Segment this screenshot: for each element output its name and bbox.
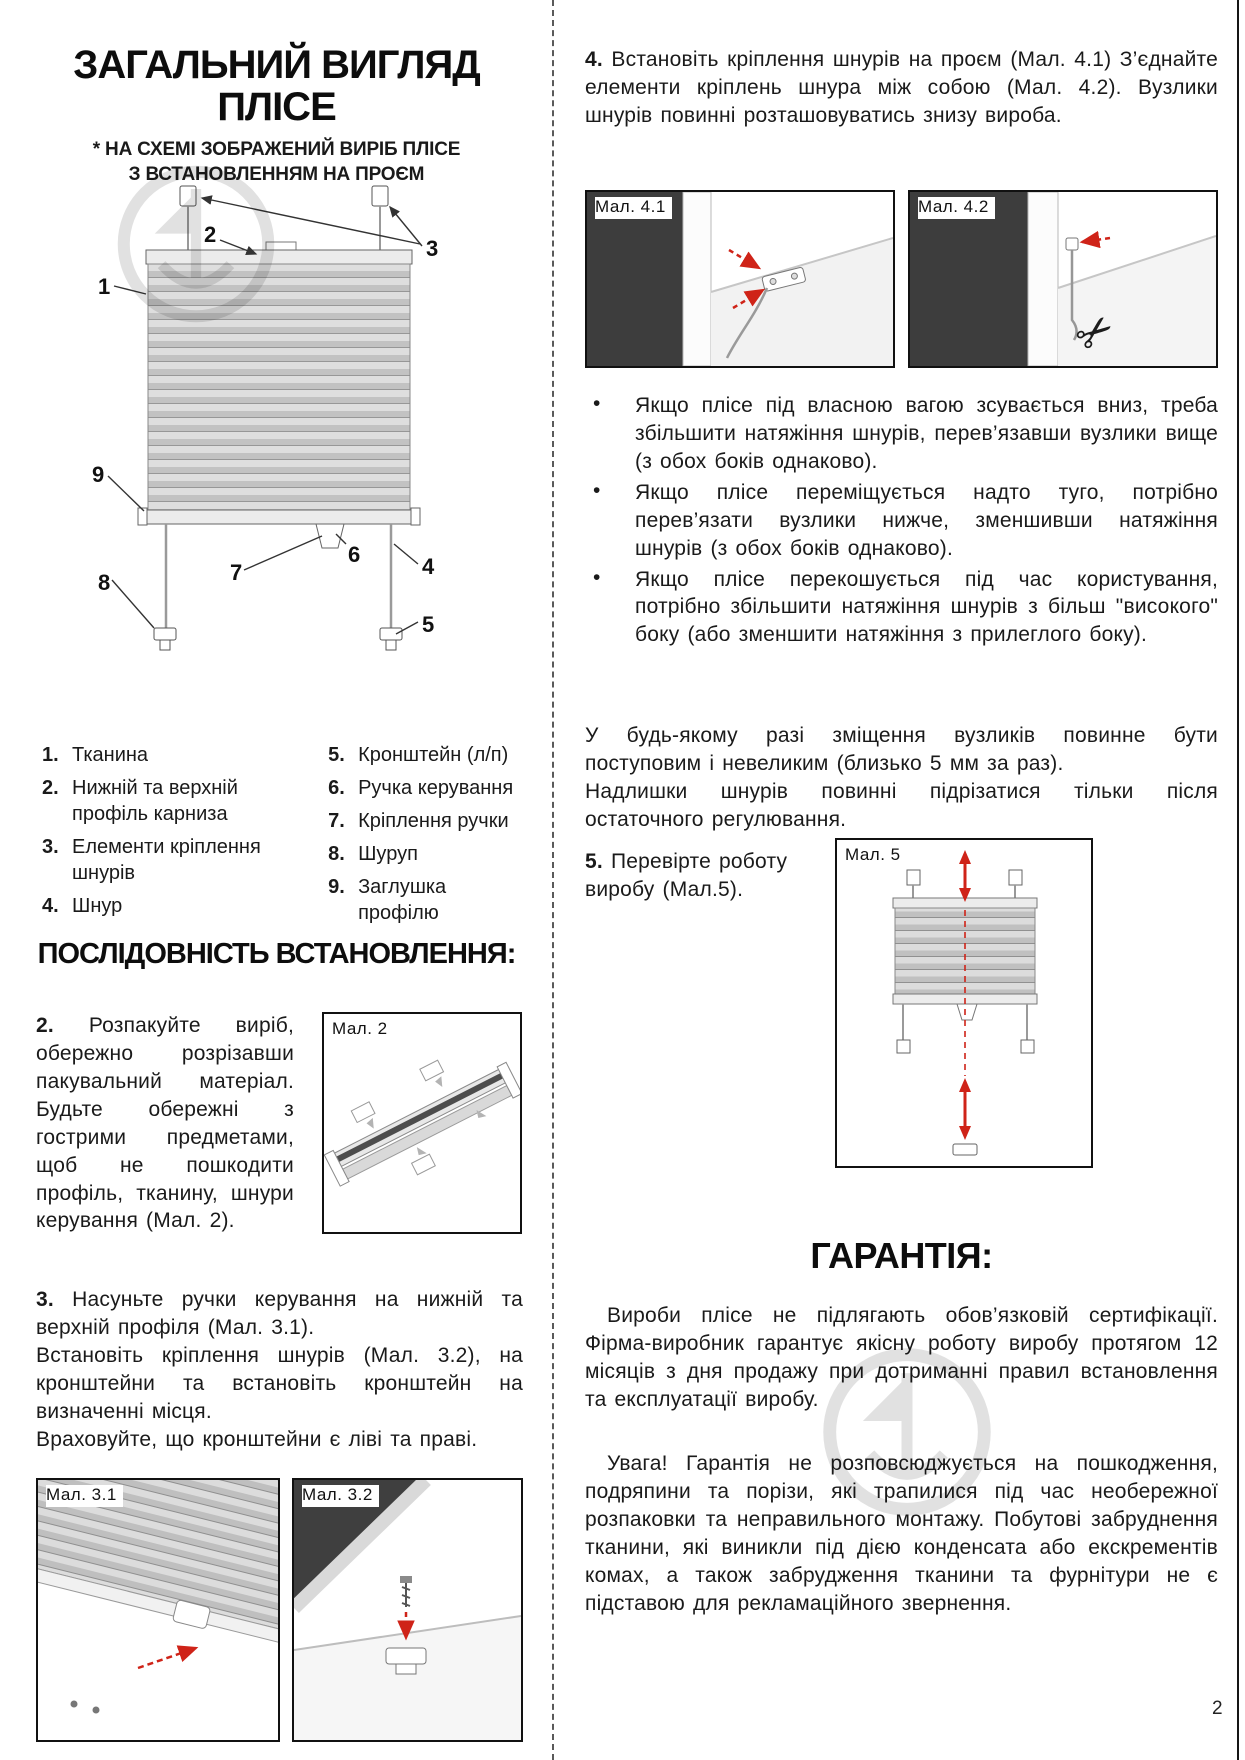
legend-column-1: 1. Тканина 2. Нижній та верхній профіль … [42,742,284,933]
callout-9: 9 [92,462,104,487]
note-1: У будь-якому разі зміщення вузликів пови… [585,724,1218,775]
adjustment-notes: У будь-якому разі зміщення вузликів пови… [585,722,1218,834]
bullet-item: • Якщо плісе під власною вагою зсуваєтьс… [585,392,1218,476]
figure-2-label: Мал. 2 [332,1019,394,1041]
step-4-text: 4. Встановіть кріплення шнурів на проєм … [585,46,1218,130]
legend-item: 4. Шнур [42,893,284,919]
figure-3-1-illustration [38,1480,278,1714]
adjustment-bullet-list: • Якщо плісе під власною вагою зсуваєтьс… [585,392,1218,652]
legend-item-number: 3. [42,836,59,858]
page-title-line1: ЗАГАЛЬНИЙ ВИГЛЯД [73,43,480,87]
legend-item-number: 7. [328,810,345,832]
step-2-text: 2. Розпакуйте виріб, обережно розрізавши… [36,1012,294,1235]
bullet-marker: • [593,392,601,415]
figure-3-2-label: Мал. 3.2 [302,1485,379,1507]
legend-item-label: Кронштейн (л/п) [358,744,509,766]
figure-3-1-box: Мал. 3.1 [36,1478,280,1742]
legend-item-number: 8. [328,843,345,865]
legend-item-number: 2. [42,777,59,799]
callout-4: 4 [422,554,435,579]
step-3-number: 3. [36,1288,54,1311]
callout-2: 2 [204,222,216,247]
legend-item-label: Нижній та верхній профіль карниза [72,777,238,825]
step-2-body: Розпакуйте виріб, обережно розрізавши па… [36,1014,294,1233]
figure-2-illustration [324,1059,520,1187]
sequence-heading: ПОСЛІДОВНІСТЬ ВСТАНОВЛЕННЯ: [37,938,517,970]
legend-item-label: Тканина [72,744,149,766]
bullet-marker: • [593,478,601,502]
legend-item: 7. Кріплення ручки [328,808,524,834]
step-5-number: 5. [585,850,603,873]
legend-column-2: 5. Кронштейн (л/п) 6. Ручка керування 7.… [328,742,524,933]
figure-4-2-box: ✂ Мал. 4.2 [908,190,1218,368]
figure-5-illustration [892,850,1038,1156]
figure-4-2-label: Мал. 4.2 [918,197,995,219]
legend-item: 9. Заглушка профілю [328,874,524,926]
legend-item-number: 9. [328,876,345,898]
legend-item-label: Заглушка профілю [358,876,447,924]
warranty-heading: ГАРАНТІЯ: [810,1235,993,1276]
bullet-text: Якщо плісе під власною вагою зсувається … [635,394,1218,473]
figure-3-1-label: Мал. 3.1 [46,1485,123,1507]
legend: 1. Тканина 2. Нижній та верхній профіль … [42,742,524,933]
step-2-number: 2. [36,1014,54,1037]
callout-8: 8 [98,570,110,595]
step-4-number: 4. [585,48,603,71]
step-5-body: Перевірте роботу виробу (Мал.5). [585,850,788,901]
step-4-body: Встановіть кріплення шнурів на проєм (Ма… [585,48,1218,127]
page-number: 2 [1212,1698,1223,1719]
bullet-marker: • [593,565,601,589]
figure-4-1-label: Мал. 4.1 [595,197,672,219]
legend-item: 6. Ручка керування [328,775,524,801]
pleated-blind-diagram: 1 2 3 4 5 6 7 8 9 [92,185,438,651]
legend-item: 1. Тканина [42,742,284,768]
legend-item-label: Шуруп [358,843,418,865]
figure-5-box: Мал. 5 [835,838,1093,1168]
legend-item: 3. Елементи кріплення шнурів [42,834,284,886]
column-divider [552,0,554,1760]
legend-item: 5. Кронштейн (л/п) [328,742,524,768]
figure-4-1-illustration [587,192,893,366]
figure-3-2-box: Мал. 3.2 [292,1478,523,1742]
step-5-text: 5. Перевірте роботу виробу (Мал.5). [585,848,813,904]
note-2: Надлишки шнурів повинні підрізатися тіль… [585,779,1218,831]
legend-item-number: 1. [42,744,59,766]
legend-item: 8. Шуруп [328,841,524,867]
callout-6: 6 [348,542,360,567]
legend-item-label: Ручка керування [358,777,514,799]
page-title: ЗАГАЛЬНИЙ ВИГЛЯД ПЛІСЕ [30,44,523,129]
legend-item-number: 6. [328,777,345,799]
bullet-item: • Якщо плісе перекошується під час корис… [585,566,1218,650]
figure-3-2-illustration [294,1480,521,1740]
warranty-paragraph-2: Увага! Гарантія не розповсюджується на п… [585,1452,1218,1615]
page-subtitle-line1: * НА СХЕМІ ЗОБРАЖЕНИЙ ВИРІБ ПЛІСЕ [92,139,461,160]
legend-item-label: Елементи кріплення шнурів [72,836,261,884]
step-3-body-1: Насуньте ручки керування на нижній та ве… [36,1288,523,1339]
figure-4-2-illustration: ✂ [910,192,1216,366]
callout-3: 3 [426,236,438,261]
step-3-body-2: Встановіть кріплення шнурів (Мал. 3.2), … [36,1343,523,1423]
callout-7: 7 [230,560,242,585]
legend-item-number: 5. [328,744,345,766]
page-edge-rule [1237,0,1239,1760]
legend-item-label: Шнур [72,895,123,917]
figure-5-label: Мал. 5 [845,845,907,867]
callout-1: 1 [98,274,110,299]
legend-item: 2. Нижній та верхній профіль карниза [42,775,284,827]
step-3-text: 3. Насуньте ручки керування на нижній та… [36,1286,523,1454]
callout-5: 5 [422,612,434,637]
bullet-text: Якщо плісе переміщується надто туго, пот… [635,480,1218,560]
warranty-paragraph-1: Вироби плісе не підлягають обов’язковій … [585,1304,1218,1411]
legend-item-label: Кріплення ручки [358,810,509,832]
figure-4-1-box: Мал. 4.1 [585,190,895,368]
bullet-text: Якщо плісе перекошується під час користу… [635,567,1218,647]
step-3-body-3: Враховуйте, що кронштейни є ліві та прав… [36,1427,478,1451]
page-title-line2: ПЛІСЕ [217,85,337,130]
legend-item-number: 4. [42,895,59,917]
figure-2-box: Мал. 2 [322,1012,522,1234]
bullet-item: • Якщо плісе переміщується надто туго, п… [585,479,1218,563]
